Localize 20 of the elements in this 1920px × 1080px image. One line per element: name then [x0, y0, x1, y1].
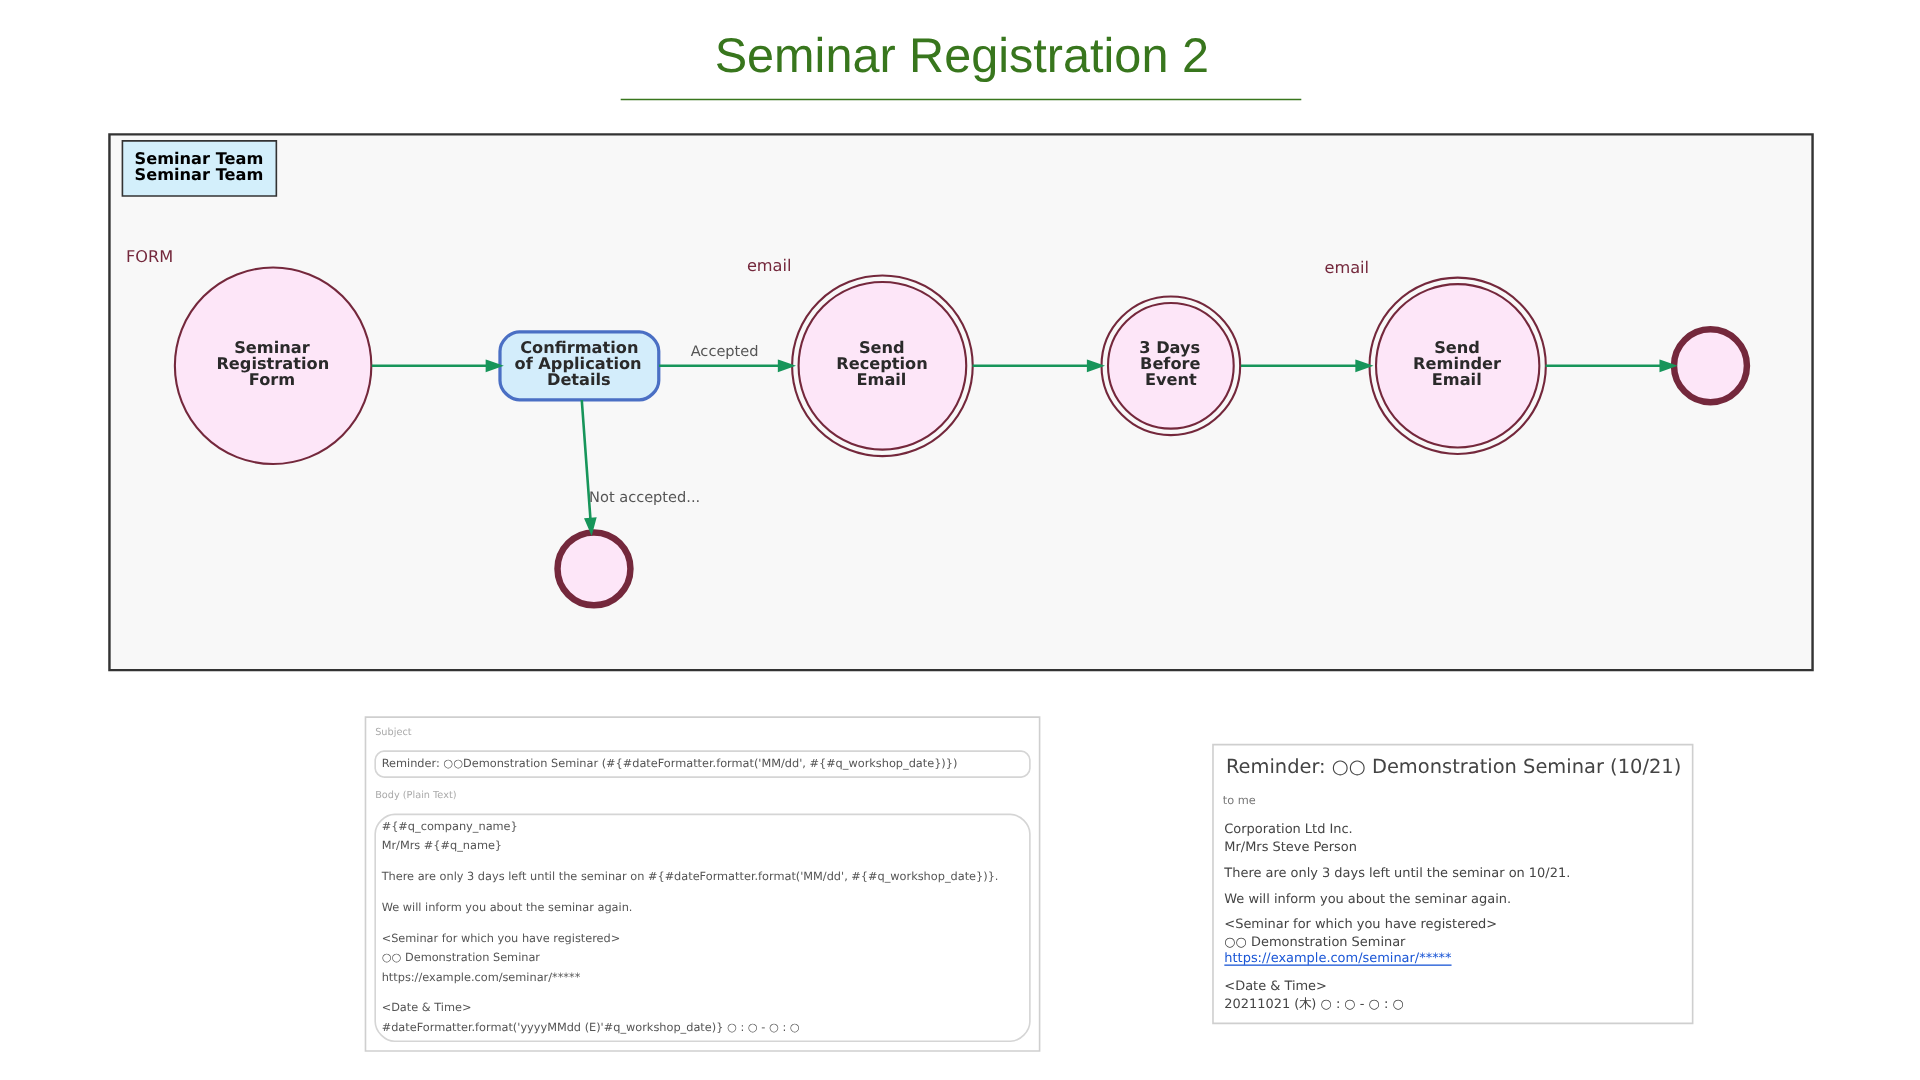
node-circle: [1669, 326, 1750, 406]
node-label: FORM: [124, 246, 173, 267]
edge-label: Not accepted...: [588, 487, 700, 506]
node-label: email: [745, 254, 791, 275]
arrow: [1239, 359, 1373, 373]
arrow: [370, 359, 503, 373]
label: Reminder: ○○ Demonstration Seminar (10/21): [1224, 757, 1681, 780]
diagram-title: Seminar Registration 2: [713, 29, 1208, 84]
arrow: [1544, 359, 1677, 373]
arrow: [579, 399, 596, 536]
node-circle: Send Reminder Email: [1367, 276, 1546, 456]
node-circle: [553, 529, 633, 609]
arrow: [971, 359, 1105, 373]
node-label: email: [1323, 257, 1369, 278]
arrow: [658, 359, 795, 373]
node-circle: Send Reception Email: [790, 274, 973, 458]
edge-label: Accepted: [689, 342, 758, 361]
node-circle: Seminar Registration Form: [172, 266, 372, 466]
node-box: Confirmation of Application Details: [497, 330, 660, 402]
node-circle: 3 Days Before Event: [1099, 295, 1241, 437]
